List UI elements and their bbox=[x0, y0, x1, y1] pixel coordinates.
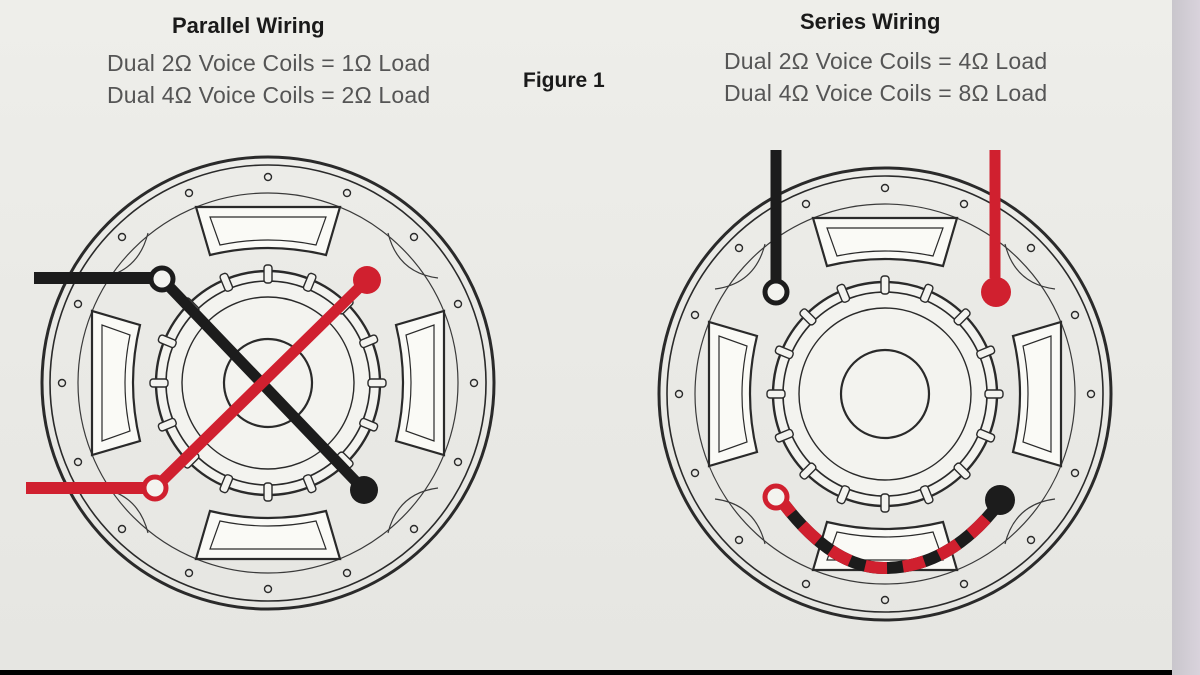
parallel-positive-jumper bbox=[151, 276, 371, 492]
wiring-diagrams bbox=[26, 150, 1172, 670]
series-line-1: Dual 2Ω Voice Coils = 4Ω Load bbox=[724, 48, 1048, 74]
parallel-diagram bbox=[26, 157, 494, 609]
figure-panel: Parallel Wiring Dual 2Ω Voice Coils = 1Ω… bbox=[0, 0, 1172, 670]
parallel-coil2-positive-terminal bbox=[141, 474, 169, 502]
parallel-line-1: Dual 2Ω Voice Coils = 1Ω Load bbox=[107, 50, 431, 76]
series-coil2-positive-terminal bbox=[981, 277, 1011, 307]
parallel-coil1-negative-terminal bbox=[148, 265, 176, 293]
series-diagram bbox=[659, 150, 1111, 620]
parallel-coil1-positive-terminal bbox=[353, 266, 381, 294]
parallel-title: Parallel Wiring bbox=[172, 13, 325, 38]
series-title: Series Wiring bbox=[800, 9, 941, 34]
series-jumper-red bbox=[773, 492, 1005, 575]
series-coil1-positive-terminal bbox=[762, 483, 790, 511]
series-coil2-negative-terminal bbox=[985, 485, 1015, 515]
series-coil1-negative-terminal bbox=[762, 278, 790, 306]
photo-edge bbox=[1172, 0, 1200, 675]
figure-label: Figure 1 bbox=[523, 69, 605, 92]
parallel-coil2-negative-terminal bbox=[350, 476, 378, 504]
right-speaker bbox=[659, 168, 1111, 620]
series-line-2: Dual 4Ω Voice Coils = 8Ω Load bbox=[724, 80, 1048, 106]
parallel-line-2: Dual 4Ω Voice Coils = 2Ω Load bbox=[107, 82, 431, 108]
